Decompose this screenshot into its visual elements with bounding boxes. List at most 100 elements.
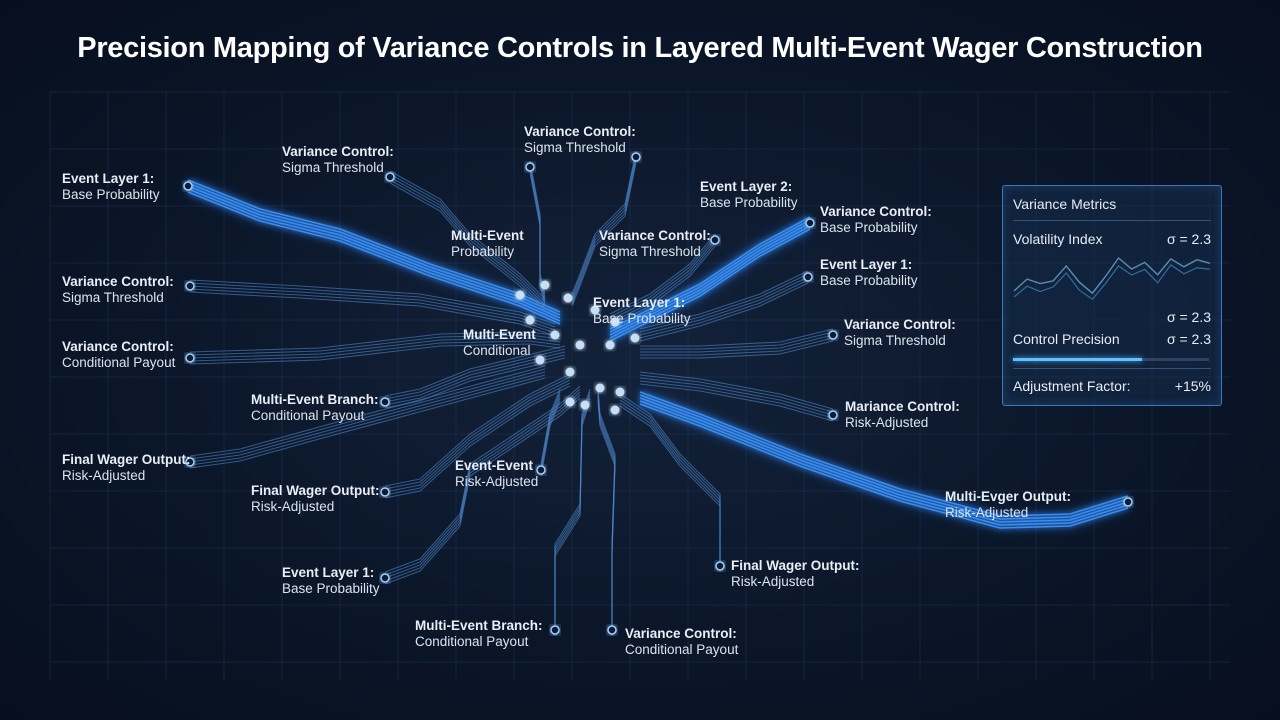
wire-strand bbox=[639, 273, 809, 333]
wire-strand bbox=[571, 150, 637, 295]
terminal-node bbox=[631, 152, 641, 162]
wire-strand bbox=[384, 376, 571, 490]
wire-strand bbox=[384, 348, 566, 400]
hub-node bbox=[630, 333, 640, 343]
terminal-node bbox=[715, 561, 725, 571]
wire-strand bbox=[189, 374, 546, 466]
terminal-node bbox=[803, 272, 813, 282]
hub-node bbox=[610, 405, 620, 415]
page-title: Precision Mapping of Variance Controls i… bbox=[77, 32, 1203, 64]
wire-strand bbox=[640, 328, 834, 347]
node-label: Final Wager Output:Risk-Adjusted bbox=[62, 452, 191, 483]
node-label: Multi-Evger Output:Risk-Adjusted bbox=[945, 489, 1071, 520]
terminal-node bbox=[828, 410, 838, 420]
hub-node bbox=[565, 397, 575, 407]
wire-strand bbox=[389, 176, 546, 306]
node-label: Variance Control:Sigma Threshold bbox=[62, 274, 174, 305]
wire-strand bbox=[619, 405, 721, 572]
wire-strand bbox=[389, 173, 546, 303]
wire-strand bbox=[384, 397, 581, 585]
precision-value: σ = 2.3 bbox=[1166, 331, 1211, 347]
volatility-sparkline bbox=[1013, 256, 1211, 301]
node-label: Multi-Event Branch:Conditional Payout bbox=[415, 618, 543, 649]
precision-label: Control Precision bbox=[1013, 331, 1120, 347]
node-label: Event Layer 1:Base Probability bbox=[62, 171, 160, 202]
node-label: Event Layer 1:Base Probability bbox=[593, 295, 691, 326]
node-label: Variance Control:Conditional Payout bbox=[62, 339, 176, 370]
wire-strand bbox=[189, 291, 556, 337]
terminal-node bbox=[183, 181, 193, 191]
wire-strand bbox=[640, 340, 834, 359]
node-label: Variance Control:Sigma Threshold bbox=[599, 228, 711, 259]
terminal-node bbox=[380, 573, 390, 583]
adjustment-label: Adjustment Factor: bbox=[1013, 378, 1131, 394]
wire-glow bbox=[637, 391, 1131, 530]
hub-node bbox=[565, 367, 575, 377]
wire-strand bbox=[384, 345, 566, 397]
hub-node bbox=[515, 290, 525, 300]
terminal-node bbox=[805, 218, 815, 228]
wire-strand bbox=[384, 385, 571, 499]
wire-strand bbox=[609, 242, 716, 324]
sigma-row: σ = 2.3 bbox=[1013, 309, 1211, 325]
wire-strand bbox=[384, 394, 581, 582]
volatility-row: Volatility Index σ = 2.3 bbox=[1013, 231, 1211, 247]
hub-node bbox=[590, 305, 600, 315]
hub-node bbox=[540, 280, 550, 290]
wire-strand bbox=[554, 400, 591, 636]
hub-node bbox=[595, 383, 605, 393]
wire-strand bbox=[189, 343, 561, 365]
wire-strand bbox=[640, 334, 834, 353]
terminal-node bbox=[550, 625, 560, 635]
wire-strand bbox=[639, 371, 834, 410]
wire-strand bbox=[639, 276, 809, 336]
precision-row: Control Precision σ = 2.3 bbox=[1013, 331, 1211, 347]
variance-metrics-panel: Variance Metrics Volatility Index σ = 2.… bbox=[1002, 185, 1222, 406]
wire-strand bbox=[639, 377, 834, 416]
hub-node bbox=[525, 315, 535, 325]
wire-strand bbox=[640, 331, 834, 350]
wire-strand bbox=[384, 354, 566, 406]
connector-nodes bbox=[183, 152, 1133, 635]
wire-strand bbox=[529, 172, 546, 307]
wire-strand bbox=[389, 179, 546, 309]
wire-strand bbox=[189, 334, 561, 356]
wire-strand bbox=[571, 159, 637, 304]
wire-strand bbox=[609, 236, 716, 318]
wire-strand bbox=[571, 162, 637, 307]
hub-node bbox=[563, 293, 573, 303]
sparkline-path bbox=[1013, 264, 1211, 301]
wire-strand bbox=[384, 357, 566, 409]
node-label: Mariance Control:Risk-Adjusted bbox=[845, 399, 960, 430]
sparkline-path bbox=[1013, 256, 1211, 295]
hub-node bbox=[575, 340, 585, 350]
wire-strand bbox=[384, 388, 581, 576]
node-label: Variance Control:Conditional Payout bbox=[625, 626, 739, 657]
wire-strand bbox=[189, 368, 546, 460]
wire-strand bbox=[189, 365, 546, 457]
adjustment-value: +15% bbox=[1174, 378, 1211, 394]
hub-node bbox=[615, 387, 625, 397]
node-label: Final Wager Output:Risk-Adjusted bbox=[251, 483, 380, 514]
panel-divider bbox=[1013, 220, 1211, 221]
node-label: Event Layer 1:Base Probability bbox=[282, 565, 380, 596]
wire-strand bbox=[389, 182, 546, 312]
wire-strand bbox=[189, 340, 561, 362]
wire-strand bbox=[609, 245, 716, 327]
panel-title: Variance Metrics bbox=[1013, 196, 1117, 212]
wire-strand bbox=[189, 288, 556, 334]
hub-node bbox=[580, 400, 590, 410]
wire-strand bbox=[384, 379, 571, 493]
wire-strand bbox=[389, 170, 546, 300]
wire-strand bbox=[384, 391, 581, 579]
wire-strand bbox=[639, 380, 834, 419]
wire-strand bbox=[639, 270, 809, 330]
wire-strand bbox=[384, 373, 571, 487]
terminal-node bbox=[525, 162, 535, 172]
wire-strand bbox=[189, 337, 561, 359]
precision-bar-track bbox=[1013, 358, 1209, 361]
